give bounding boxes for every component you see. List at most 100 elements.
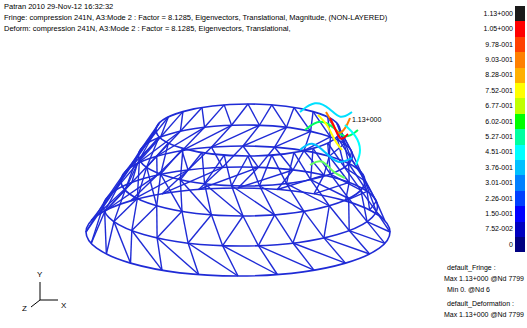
color-swatch bbox=[515, 6, 525, 21]
diagonal-beam bbox=[199, 167, 259, 189]
diagonal-beam bbox=[105, 212, 107, 254]
result-summary: default_Fringe : bbox=[447, 264, 496, 272]
diagonal-beam bbox=[259, 155, 271, 186]
title-text: Patran 2010 29-Nov-12 16:32:32 bbox=[4, 3, 113, 11]
diagonal-beam bbox=[345, 182, 349, 200]
diagonal-beam bbox=[202, 107, 205, 127]
diagonal-beam bbox=[114, 222, 131, 263]
deformed-beam bbox=[345, 125, 360, 165]
result-summary: Max 1.13+000 @Nd 7799 bbox=[444, 311, 524, 319]
diagonal-beam bbox=[157, 174, 161, 206]
diagonal-beam bbox=[361, 172, 367, 191]
diagonal-beam bbox=[157, 151, 182, 175]
diagonal-beam bbox=[180, 107, 202, 131]
diagonal-beam bbox=[182, 125, 232, 150]
diagonal-beam bbox=[223, 216, 243, 246]
diagonal-beam bbox=[161, 112, 183, 137]
diagonal-beam bbox=[272, 105, 287, 127]
result-summary: Max 1.13+000 @Nd 7799 bbox=[444, 275, 524, 283]
scale-value: 4.51-001 bbox=[485, 148, 513, 156]
ring-beam bbox=[104, 167, 378, 246]
diagonal-beam bbox=[248, 104, 259, 125]
diagonal-beam bbox=[367, 222, 390, 232]
axis-line bbox=[40, 282, 41, 300]
color-swatch bbox=[515, 83, 525, 98]
diagonal-beam bbox=[258, 246, 314, 270]
deformed-beam bbox=[310, 161, 345, 178]
diagonal-beam bbox=[114, 164, 137, 192]
diagonal-beam bbox=[156, 156, 158, 175]
diagonal-beam bbox=[161, 117, 169, 137]
color-swatch bbox=[515, 68, 525, 83]
diagonal-beam bbox=[131, 170, 189, 201]
diagonal-beam bbox=[329, 206, 349, 231]
diagonal-beam bbox=[232, 186, 275, 215]
axis-label: Y bbox=[37, 271, 42, 280]
diagonal-beam bbox=[205, 105, 225, 127]
diagonal-beam bbox=[286, 107, 294, 127]
diagonal-beam bbox=[314, 182, 349, 193]
diagonal-beam bbox=[205, 184, 243, 216]
axis-line bbox=[31, 300, 40, 307]
fringe-text: Fringe: compression 241N, A3:Mode 2 : Fa… bbox=[4, 14, 387, 22]
scale-value: 3.76-001 bbox=[485, 164, 513, 172]
deform-text: Deform: compression 241N, A3:Mode 2 : Fa… bbox=[4, 25, 291, 33]
diagonal-beam bbox=[157, 211, 182, 238]
diagonal-beam bbox=[259, 186, 304, 212]
diagonal-beam bbox=[329, 144, 344, 156]
color-swatch bbox=[515, 206, 525, 221]
diagonal-beam bbox=[275, 147, 293, 170]
diagonal-beam bbox=[180, 180, 182, 212]
diagonal-beam bbox=[365, 181, 376, 212]
diagonal-beam bbox=[232, 104, 248, 125]
diagonal-beam bbox=[211, 147, 222, 167]
diagonal-beam bbox=[180, 180, 211, 215]
diagonal-beam bbox=[258, 147, 274, 167]
result-summary: default_Deformation : bbox=[447, 300, 514, 308]
diagonal-beam bbox=[311, 112, 313, 132]
diagonal-beam bbox=[224, 105, 231, 125]
scale-value: 6.02-001 bbox=[485, 118, 513, 126]
diagonal-beam bbox=[277, 175, 324, 189]
axis-label: Z bbox=[22, 305, 27, 314]
diagonal-beam bbox=[293, 151, 304, 170]
diagonal-beam bbox=[345, 191, 367, 201]
diagonal-beam bbox=[238, 170, 293, 188]
diagonal-beam bbox=[147, 167, 157, 206]
scale-value: 7.52-002 bbox=[485, 225, 513, 233]
scale-value: 7.52-001 bbox=[485, 87, 513, 95]
diagonal-beam bbox=[258, 215, 274, 246]
axis-label: X bbox=[61, 302, 66, 311]
result-summary: Min 0. @Nd 6 bbox=[447, 286, 490, 294]
diagonal-beam bbox=[329, 137, 330, 156]
diagonal-beam bbox=[304, 211, 324, 238]
diagonal-beam bbox=[293, 243, 346, 263]
scale-value: 9.03-001 bbox=[485, 56, 513, 64]
diagonal-beam bbox=[286, 184, 329, 206]
diagonal-beam bbox=[243, 146, 258, 167]
diagonal-beam bbox=[361, 172, 376, 201]
deformed-beam bbox=[326, 112, 350, 133]
color-swatch bbox=[515, 175, 525, 190]
color-swatch bbox=[515, 129, 525, 144]
diagonal-beam bbox=[223, 146, 243, 167]
color-swatch bbox=[515, 145, 525, 160]
diagonal-beam bbox=[324, 206, 329, 238]
diagonal-beam bbox=[105, 172, 125, 201]
diagonal-beam bbox=[156, 206, 158, 238]
diagonal-beam bbox=[286, 153, 294, 184]
deformed-beam bbox=[300, 144, 352, 162]
scale-value: 5.27-001 bbox=[485, 133, 513, 141]
diagonal-beam bbox=[131, 231, 132, 264]
diagonal-beam bbox=[188, 215, 211, 243]
diagonal-beam bbox=[243, 216, 258, 246]
diagonal-beam bbox=[348, 199, 350, 231]
diagonal-beam bbox=[348, 164, 350, 183]
diagonal-beam bbox=[349, 231, 385, 244]
diagonal-beam bbox=[211, 125, 259, 147]
scale-value: 2.26-001 bbox=[485, 195, 513, 203]
diagonal-beam bbox=[324, 238, 370, 254]
diagonal-beam bbox=[157, 238, 199, 275]
diagonal-beam bbox=[211, 215, 222, 246]
diagonal-beam bbox=[106, 175, 157, 210]
